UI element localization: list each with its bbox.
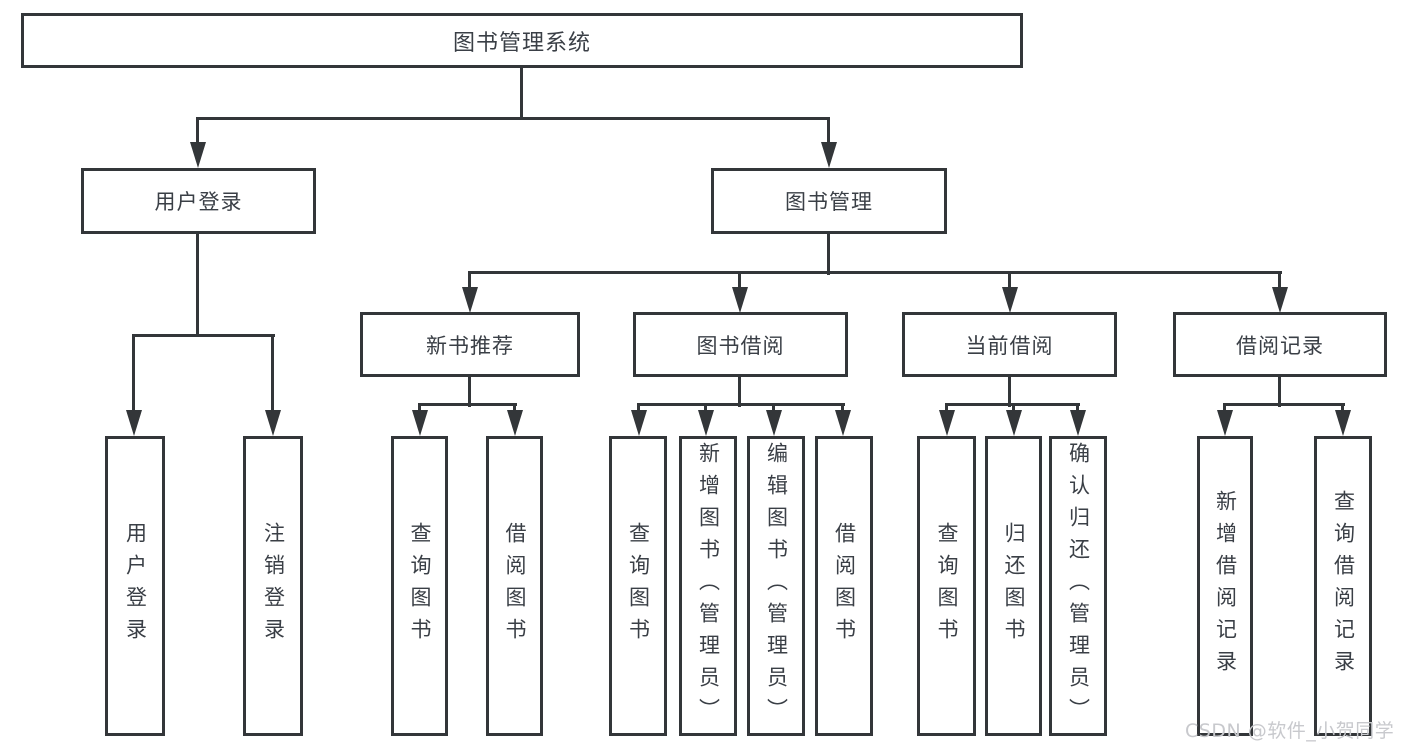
arrow-head <box>698 410 714 436</box>
node-label: 确认归还（管理员） <box>1066 442 1091 730</box>
node-label: 借阅图书 <box>503 522 527 650</box>
arrow-head <box>835 410 851 436</box>
node-label: 新书推荐 <box>426 333 514 358</box>
connector-line <box>197 117 830 120</box>
node-return-books: 归还图书 <box>985 436 1042 736</box>
node-label: 图书管理 <box>785 190 873 214</box>
node-label: 查询图书 <box>626 522 651 650</box>
node-label: 用户登录 <box>154 190 243 214</box>
connector-line <box>1278 271 1281 291</box>
arrow-head <box>766 410 782 436</box>
node-logout: 注销登录 <box>243 436 303 736</box>
node-borrow-books: 借阅图书 <box>815 436 873 736</box>
node-label: 当前借阅 <box>965 333 1054 358</box>
node-borrowing-records: 借阅记录 <box>1173 312 1387 377</box>
node-label: 查询图书 <box>935 522 959 650</box>
arrow-head <box>1272 287 1288 313</box>
connector-line <box>132 334 135 414</box>
connector-line <box>1008 377 1011 407</box>
arrow-head <box>939 410 955 436</box>
node-label: 新增借阅记录 <box>1213 490 1238 682</box>
connector-line <box>738 377 741 407</box>
watermark: CSDN @软件_小贺同学 <box>1185 720 1395 742</box>
arrow-head <box>732 287 748 313</box>
node-new-book-recommendation: 新书推荐 <box>360 312 580 377</box>
connector-line <box>1008 271 1011 291</box>
node-query-books: 查询图书 <box>391 436 448 736</box>
connector-line <box>1223 403 1345 406</box>
connector-line <box>945 403 948 415</box>
connector-line <box>637 403 640 415</box>
node-label: 图书管理系统 <box>452 30 591 56</box>
arrow-head <box>1006 410 1022 436</box>
node-edit-books-admin: 编辑图书（管理员） <box>747 436 805 736</box>
node-label: 新增图书（管理员） <box>696 442 721 730</box>
connector-line <box>196 233 199 337</box>
connector-line <box>418 403 517 406</box>
node-user-login-action: 用户登录 <box>105 436 165 736</box>
node-label: 注销登录 <box>261 522 286 650</box>
arrow-head <box>190 142 206 168</box>
connector-line <box>738 271 741 291</box>
node-label: 编辑图书（管理员） <box>764 442 789 730</box>
connector-line <box>418 403 421 415</box>
node-book-borrowing: 图书借阅 <box>633 312 848 377</box>
connector-line <box>132 334 275 337</box>
node-label: 归还图书 <box>1002 522 1026 650</box>
arrow-head <box>1217 410 1233 436</box>
node-query-books: 查询图书 <box>609 436 667 736</box>
connector-line <box>513 403 516 415</box>
connector-line <box>772 403 775 415</box>
node-book-management: 图书管理 <box>711 168 947 234</box>
connector-line <box>271 334 274 414</box>
arrow-head <box>265 410 281 436</box>
connector-line <box>827 117 830 145</box>
connector-line <box>1341 403 1344 415</box>
connector-line <box>637 403 845 406</box>
node-user-login: 用户登录 <box>81 168 316 234</box>
node-confirm-return-admin: 确认归还（管理员） <box>1049 436 1107 736</box>
arrow-head <box>631 410 647 436</box>
node-label: 图书借阅 <box>696 333 785 358</box>
node-borrow-books: 借阅图书 <box>486 436 543 736</box>
connector-line <box>468 377 471 407</box>
connector-line <box>1012 403 1015 415</box>
connector-line <box>704 403 707 415</box>
node-label: 借阅记录 <box>1236 333 1324 358</box>
connector-line <box>196 117 199 145</box>
connector-line <box>1278 377 1281 407</box>
arrow-head <box>821 142 837 168</box>
node-query-books: 查询图书 <box>917 436 976 736</box>
connector-line <box>841 403 844 415</box>
node-label: 用户登录 <box>123 522 148 650</box>
connector-line <box>827 233 830 275</box>
connector-line <box>468 271 471 291</box>
node-add-borrow-record: 新增借阅记录 <box>1197 436 1253 736</box>
node-query-borrow-record: 查询借阅记录 <box>1314 436 1372 736</box>
node-library-management-system: 图书管理系统 <box>21 13 1023 68</box>
node-add-books-admin: 新增图书（管理员） <box>679 436 737 736</box>
node-label: 查询借阅记录 <box>1331 490 1356 682</box>
connector-line <box>1076 403 1079 415</box>
connector-line <box>468 271 1282 274</box>
arrow-head <box>1070 410 1086 436</box>
arrow-head <box>507 410 523 436</box>
connector-line <box>1223 403 1226 415</box>
arrow-head <box>126 410 142 436</box>
arrow-head <box>1335 410 1351 436</box>
connector-line <box>520 68 523 120</box>
arrow-head <box>1002 287 1018 313</box>
node-label: 借阅图书 <box>832 522 857 650</box>
node-current-borrowing: 当前借阅 <box>902 312 1117 377</box>
arrow-head <box>412 410 428 436</box>
node-label: 查询图书 <box>408 522 432 650</box>
arrow-head <box>462 287 478 313</box>
